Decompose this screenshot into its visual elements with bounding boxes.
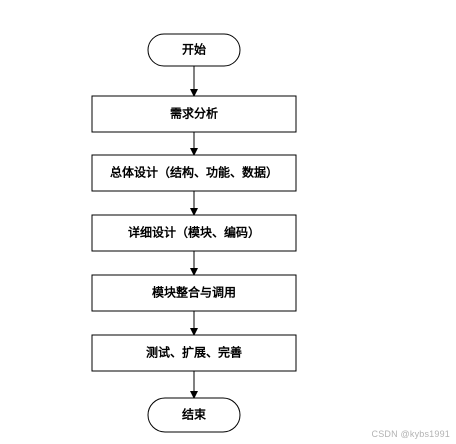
end-terminal [147, 397, 241, 433]
process-label-3: 详细设计（模块、编码） [128, 225, 260, 240]
watermark-text: CSDN @kybs1991 [371, 429, 450, 439]
process-label-2: 总体设计（结构、功能、数据） [110, 165, 278, 180]
process-label-4: 模块整合与调用 [152, 285, 236, 300]
process-label-1: 需求分析 [170, 106, 218, 121]
process-box-4 [91, 274, 297, 312]
start-label: 开始 [182, 42, 206, 57]
process-label-5: 测试、扩展、完善 [146, 345, 242, 360]
end-label: 结束 [182, 407, 207, 422]
process-box-5 [91, 334, 297, 372]
process-box-3 [91, 214, 297, 252]
process-box-1 [91, 95, 297, 133]
